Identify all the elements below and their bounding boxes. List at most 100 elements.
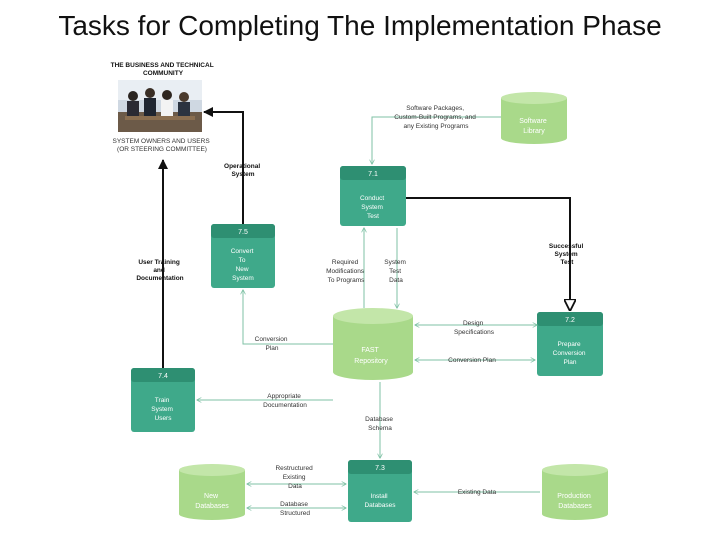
label-restructured-line-3: Data (288, 483, 302, 490)
label-successful-line-3: Test (561, 259, 575, 266)
svg-text:Convert To New: Convert To New System (231, 248, 256, 282)
label-structured-line-2: Structured (280, 510, 310, 517)
process-7-2-prepare-conversion-plan: 7.2 Prepare Conversion Plan (537, 312, 603, 376)
label-design-line-2: Specifications (454, 329, 495, 336)
community-heading: THE BUSINESS AND TECHNICAL COMMUNITY (111, 62, 216, 77)
process-7-1-line-2: System (361, 204, 383, 211)
label-conversion-plan-left: Conversion Plan (255, 336, 290, 352)
process-7-4-line-1: Train (155, 397, 170, 404)
label-database-structured: Database Structured (280, 501, 310, 517)
label-appropriate-line-1: Appropriate (267, 393, 301, 400)
flow-operational-system-arrow (203, 107, 244, 224)
process-7-3-line-1: Install (371, 493, 389, 500)
label-design-specifications: Design Specifications (454, 320, 495, 336)
community-heading-line-1: THE BUSINESS AND TECHNICAL (111, 62, 214, 69)
label-test-data-line-2: Test (389, 268, 401, 275)
label-software-line-3: any Existing Programs (403, 123, 469, 130)
store-fast-line-2: Repository (354, 358, 388, 365)
label-user-training-line-1: User Training (138, 259, 180, 266)
process-7-3-line-2: Databases (364, 502, 396, 509)
label-required-line-1: Required (332, 259, 359, 266)
community-photo (118, 80, 202, 132)
store-fast-line-1: FAST (361, 347, 379, 354)
process-7-2-line-2: Conversion (553, 350, 586, 357)
label-design-line-1: Design (463, 320, 484, 327)
label-schema-line-2: Schema (368, 425, 392, 432)
label-required-modifications: Required Modifications To Programs (326, 259, 366, 284)
store-fast-repository: FAST Repository (333, 308, 413, 380)
svg-text:Conduct System Tes: Conduct System Test (360, 195, 386, 220)
process-7-2-number: 7.2 (565, 317, 575, 324)
process-7-5-line-2: To (239, 257, 246, 264)
process-7-5-number: 7.5 (238, 229, 248, 236)
process-7-4-number: 7.4 (158, 373, 168, 380)
process-7-4-line-2: System (151, 406, 173, 413)
process-7-5-convert-to-new-system: 7.5 Convert To New System (211, 224, 275, 288)
label-restructured-line-2: Existing (283, 474, 306, 481)
process-7-5-line-3: New (236, 266, 249, 273)
label-system-test-data: System Test Data (384, 259, 407, 284)
store-software-library: Software Library (501, 92, 567, 144)
process-7-3-install-databases: 7.3 Install Databases (348, 460, 412, 522)
store-newdb-line-1: New (204, 493, 219, 500)
label-required-line-2: Modifications (326, 268, 365, 275)
label-operational-system: Operational System (224, 163, 262, 178)
store-software-line-2: Library (523, 128, 545, 135)
label-appropriate-documentation: Appropriate Documentation (263, 393, 307, 409)
community-caption-line-2: (OR STEERING COMMITTEE) (117, 146, 207, 153)
label-successful-line-1: Successful (549, 243, 584, 250)
label-existing-data: Existing Data (458, 489, 497, 496)
svg-text:Prepare Conversion: Prepare Conversion Plan (553, 341, 588, 366)
flow-successful-test-arrow (406, 197, 570, 310)
svg-text:Train System Users: Train System Users (151, 397, 174, 422)
process-7-4-train-system-users: 7.4 Train System Users (131, 368, 195, 432)
process-7-1-line-1: Conduct (360, 195, 384, 202)
svg-text:New Databases: New Databases (195, 493, 229, 510)
label-restructured-line-1: Restructured (275, 465, 313, 472)
process-7-2-line-1: Prepare (558, 341, 582, 348)
process-7-1-conduct-system-test: 7.1 Conduct System Test (340, 166, 406, 226)
label-required-line-3: To Programs (328, 277, 366, 284)
label-software-line-2: Custom-Built Programs, and (394, 114, 476, 121)
label-operational-line-1: Operational (224, 163, 260, 170)
process-7-5-line-1: Convert (231, 248, 254, 255)
svg-text:Software Library: Software Library (519, 118, 549, 135)
label-successful-system-test: Successful System Test (549, 243, 585, 266)
process-7-4-line-3: Users (155, 415, 173, 422)
process-7-2-line-3: Plan (563, 359, 576, 366)
label-test-data-line-1: System (384, 259, 406, 266)
label-database-schema: Database Schema (365, 416, 395, 432)
svg-text:Install Databases: Install Databases (364, 493, 396, 509)
store-new-databases: New Databases (179, 464, 245, 520)
label-schema-line-1: Database (365, 416, 393, 423)
label-user-training: User Training and Documentation (136, 259, 183, 282)
label-conversion-left-line-2: Plan (265, 345, 278, 352)
label-restructured-data: Restructured Existing Data (275, 465, 314, 490)
label-user-training-line-3: Documentation (136, 275, 183, 282)
store-proddb-line-1: Production (557, 493, 591, 500)
process-7-5-line-4: System (232, 275, 254, 282)
svg-text:Production Databases: Production Databases (557, 493, 592, 510)
store-newdb-line-2: Databases (195, 503, 229, 510)
label-appropriate-line-2: Documentation (263, 402, 307, 409)
flow-conversion-plan-to-7-5-arrow (243, 290, 333, 345)
community-heading-line-2: COMMUNITY (143, 70, 184, 77)
page-title: Tasks for Completing The Implementation … (58, 10, 662, 41)
community-caption-line-1: SYSTEM OWNERS AND USERS (113, 138, 211, 145)
flow-software-packages-arrow (372, 116, 501, 164)
label-successful-line-2: System (555, 251, 578, 258)
community-caption: SYSTEM OWNERS AND USERS (OR STEERING COM… (113, 138, 212, 153)
store-software-line-1: Software (519, 118, 547, 125)
label-conversion-plan-right: Conversion Plan (448, 357, 496, 364)
label-software-line-1: Software Packages, (406, 105, 464, 112)
label-software-packages: Software Packages, Custom-Built Programs… (394, 105, 477, 130)
process-7-1-number: 7.1 (368, 171, 378, 178)
process-7-3-number: 7.3 (375, 465, 385, 472)
store-proddb-line-2: Databases (558, 503, 592, 510)
label-test-data-line-3: Data (389, 277, 403, 284)
label-conversion-left-line-1: Conversion (255, 336, 288, 343)
store-production-databases: Production Databases (542, 464, 608, 520)
label-user-training-line-2: and (153, 267, 165, 274)
label-operational-line-2: System (231, 171, 254, 178)
